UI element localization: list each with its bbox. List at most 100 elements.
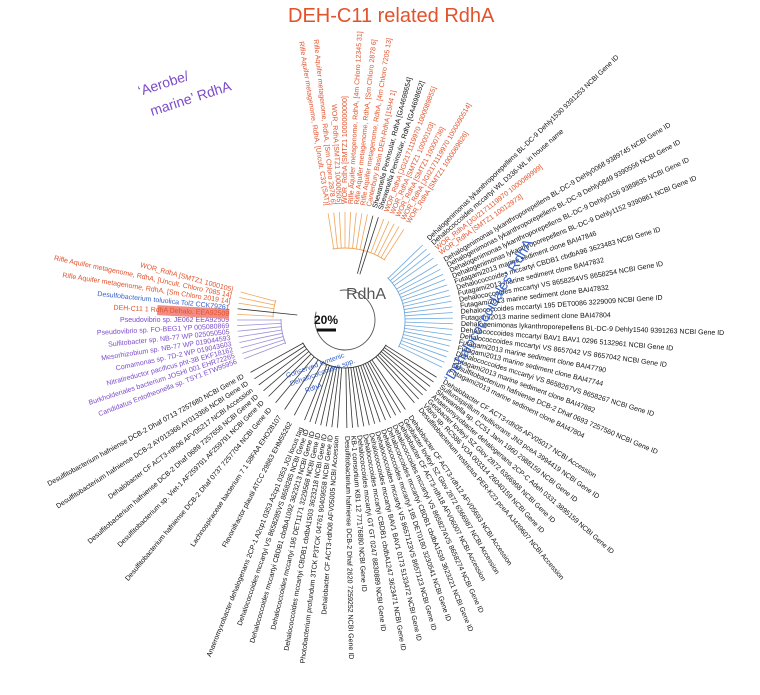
branch-64 xyxy=(304,364,328,421)
root-label: RdhA xyxy=(346,286,386,303)
branch-33 xyxy=(403,331,452,342)
branch-37 xyxy=(400,343,445,363)
branch-44 xyxy=(377,354,419,400)
branch-7 xyxy=(359,214,368,250)
branch-65 xyxy=(293,362,323,416)
branch-53 xyxy=(355,366,370,426)
branch-arc-reductive-dehalogenases xyxy=(302,342,387,369)
branch-16 xyxy=(390,248,427,281)
branch-arc-aerobe xyxy=(280,318,287,345)
branch-51 xyxy=(360,365,381,423)
branch-79 xyxy=(237,322,282,327)
branch-38 xyxy=(398,345,443,368)
branch-18 xyxy=(393,257,434,286)
branch-73 xyxy=(244,342,286,360)
branch-45 xyxy=(375,356,415,403)
branch-50 xyxy=(362,364,386,421)
branch-17 xyxy=(392,253,431,284)
branch-35 xyxy=(402,337,449,352)
branch-41 xyxy=(382,349,431,387)
branch-48 xyxy=(367,362,397,416)
branch-83 xyxy=(238,302,274,310)
tree-leaf-labels: Rifle Aquifer metagenome, RdhA, [Uncult.… xyxy=(47,31,725,664)
branch-81 xyxy=(237,313,274,317)
leaf-label: Desulfitobacterium hafniense DCB-2 Dhaf … xyxy=(343,436,354,659)
branch-40 xyxy=(384,347,434,383)
branch-arc-dehalococcoidales xyxy=(387,277,406,348)
branch-21 xyxy=(399,273,444,296)
branch-arc-root xyxy=(314,289,376,351)
branch-66 xyxy=(284,359,319,410)
branch-60 xyxy=(325,367,338,427)
branch-4 xyxy=(348,212,352,249)
branch-0 xyxy=(327,213,335,249)
branch-24 xyxy=(402,289,449,304)
branch-63 xyxy=(309,365,330,423)
branch-71 xyxy=(254,345,305,380)
branch-61 xyxy=(320,366,335,426)
branch-55 xyxy=(350,367,359,428)
branch-57 xyxy=(345,367,348,428)
branch-15 xyxy=(387,244,423,279)
tree-branches xyxy=(237,212,453,428)
branch-1 xyxy=(333,212,338,249)
highlighted-leaf-box xyxy=(157,305,230,319)
branch-22 xyxy=(400,279,446,298)
branch-72 xyxy=(250,342,304,373)
branch-78 xyxy=(237,326,282,332)
branch-9 xyxy=(359,217,379,275)
branch-27 xyxy=(404,306,453,314)
branch-8 xyxy=(357,215,374,274)
branch-14 xyxy=(383,229,405,260)
branch-84 xyxy=(239,297,275,306)
branch-34 xyxy=(403,334,450,347)
branch-85 xyxy=(240,291,276,302)
branch-69 xyxy=(263,351,310,392)
branch-47 xyxy=(369,360,401,413)
branch-5 xyxy=(352,212,357,249)
branch-31 xyxy=(404,324,453,330)
branch-82 xyxy=(237,308,298,316)
branch-74 xyxy=(242,339,285,354)
branch-13 xyxy=(380,226,400,258)
branch-46 xyxy=(371,359,406,410)
branch-42 xyxy=(380,351,427,392)
branch-20 xyxy=(397,268,441,293)
scale-bar-label: 20% xyxy=(314,313,338,327)
branch-32 xyxy=(404,327,453,336)
branch-10 xyxy=(370,219,385,253)
branch-26 xyxy=(404,300,452,310)
branch-30 xyxy=(404,321,453,325)
branch-77 xyxy=(238,329,282,338)
branch-19 xyxy=(396,264,438,290)
branch-6 xyxy=(355,213,363,249)
branch-75 xyxy=(240,336,284,349)
leaf-label: Pseudovibrio sp. JE062 EEA92509 xyxy=(120,317,229,324)
branch-39 xyxy=(385,345,437,378)
branch-67 xyxy=(275,356,315,403)
syntenic-note-line3: RdhA xyxy=(304,382,323,395)
branch-76 xyxy=(239,332,283,343)
branch-59 xyxy=(331,367,340,428)
branch-62 xyxy=(314,366,333,424)
branch-52 xyxy=(357,366,376,424)
branch-43 xyxy=(379,353,423,396)
branch-68 xyxy=(268,353,312,397)
branch-arc-deh-c11 xyxy=(332,247,386,261)
leaf-label: WOR_RdhA [SMTZ1 1000000000] xyxy=(342,96,349,204)
branch-56 xyxy=(347,367,353,428)
deh-c11-group-title: DEH-C11 related RdhA xyxy=(288,5,495,27)
branch-58 xyxy=(337,367,343,428)
branch-54 xyxy=(352,367,365,427)
leaf-label: Futagami2013 marine sediment clone BAI47… xyxy=(461,312,611,322)
branch-12 xyxy=(377,223,395,257)
branch-11 xyxy=(373,221,390,255)
branch-28 xyxy=(404,312,453,317)
branch-36 xyxy=(401,340,447,358)
branch-70 xyxy=(258,348,307,386)
branch-49 xyxy=(364,363,392,419)
branch-25 xyxy=(403,295,451,307)
branch-29 xyxy=(404,317,453,320)
branch-23 xyxy=(401,284,448,301)
